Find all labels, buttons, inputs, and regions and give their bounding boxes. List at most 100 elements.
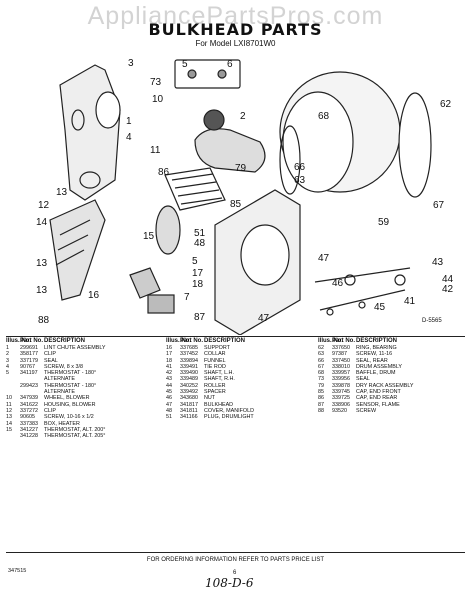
description-cell: CLIP — [44, 407, 56, 414]
callout-label: 48 — [194, 238, 206, 249]
callout-label: 13 — [36, 285, 48, 296]
illus-no-cell: 10 — [6, 395, 12, 402]
callout-label: 73 — [150, 77, 162, 88]
header-part-no: Part No. — [20, 338, 44, 344]
callout-label: 51 — [194, 228, 206, 239]
part-no-cell: 339957 — [332, 370, 350, 377]
description-cell: BOX, HEATER — [44, 420, 80, 427]
part-no-cell: 338906 — [332, 401, 350, 408]
part-no-cell: 339492 — [180, 389, 198, 396]
callout-label: 16 — [88, 290, 100, 301]
part-no-cell: 339894 — [180, 357, 198, 364]
table-top-rule — [6, 336, 465, 337]
callout-label: 85 — [230, 199, 242, 210]
header-description: DESCRIPTION — [356, 338, 398, 344]
callout-label: 63 — [294, 175, 306, 186]
illus-no-cell — [6, 433, 20, 439]
illus-no-cell: 18 — [166, 357, 172, 364]
illus-no-cell: 11 — [6, 401, 12, 408]
part-no-cell: 358177 — [20, 351, 38, 358]
callout-label: 43 — [432, 257, 444, 268]
description-cell: SUPPORT — [204, 345, 230, 351]
description-cell: WHEEL, BLOWER — [44, 395, 90, 402]
description-cell: SEAL — [356, 376, 370, 383]
part-no-cell: 299423 — [20, 382, 38, 389]
part-no-cell: 339878 — [332, 382, 350, 389]
illus-no-cell: 85 — [318, 389, 324, 396]
part-no-cell: 339490 — [180, 370, 198, 377]
description-cell: SEAL — [44, 357, 58, 364]
description-cell: SEAL, REAR — [356, 357, 388, 364]
illus-no-cell: 5 — [6, 370, 9, 377]
part-no-cell: 341622 — [20, 401, 38, 408]
description-cell: SCREW, 8 x 3/8 — [44, 363, 83, 370]
part-no-cell: 337450 — [332, 357, 350, 364]
illus-no-cell: 51 — [166, 414, 172, 421]
callout-label: 67 — [433, 200, 445, 211]
illus-no-cell: 15 — [6, 426, 12, 433]
callout-label: 88 — [38, 315, 50, 326]
callout-label: 12 — [38, 200, 50, 211]
roller-part — [344, 274, 356, 286]
illus-no-cell: 42 — [166, 370, 172, 377]
part-no-cell: 90605 — [20, 414, 35, 421]
header-description: DESCRIPTION — [204, 338, 246, 344]
callout-label: 87 — [194, 312, 206, 323]
callout-label: 62 — [440, 99, 452, 110]
illus-no-cell: 73 — [318, 376, 324, 383]
illus-no-cell: 63 — [318, 351, 324, 358]
clip-ring-part — [79, 171, 101, 189]
description-cell: SCREW — [356, 407, 377, 414]
callout-label: 1 — [126, 116, 132, 127]
illus-no-cell: 88 — [318, 407, 324, 414]
part-no-cell: 93520 — [332, 407, 347, 414]
callout-label: 5 — [182, 59, 188, 70]
illus-no-cell: 4 — [6, 363, 9, 370]
header-part-no: Part No. — [332, 338, 356, 344]
callout-label: 17 — [192, 268, 204, 279]
description-cell: COLLAR — [204, 351, 226, 358]
callout-label: 44 — [442, 274, 454, 285]
description-cell: BULKHEAD — [204, 401, 234, 408]
blower-housing-part — [194, 128, 266, 173]
illus-no-cell: 46 — [166, 395, 172, 402]
part-no-cell: 337685 — [180, 345, 198, 351]
part-no-cell: 339725 — [332, 395, 350, 402]
table-bottom-rule — [6, 552, 465, 553]
callout-label: 41 — [404, 296, 416, 307]
description-cell: BAFFLE, DRUM — [356, 370, 396, 377]
illus-no-cell: 48 — [166, 407, 172, 414]
callout-label: 4 — [126, 132, 132, 143]
illus-no-cell: 43 — [166, 376, 172, 383]
manifold-cover-part — [155, 205, 181, 255]
part-no-cell: 299691 — [20, 345, 38, 351]
callout-label: 13 — [36, 258, 48, 269]
part-no-cell: 341227 — [20, 426, 38, 433]
header-illus-no: Illus. No. — [166, 338, 192, 344]
figure-code: D-5565 — [422, 318, 442, 324]
